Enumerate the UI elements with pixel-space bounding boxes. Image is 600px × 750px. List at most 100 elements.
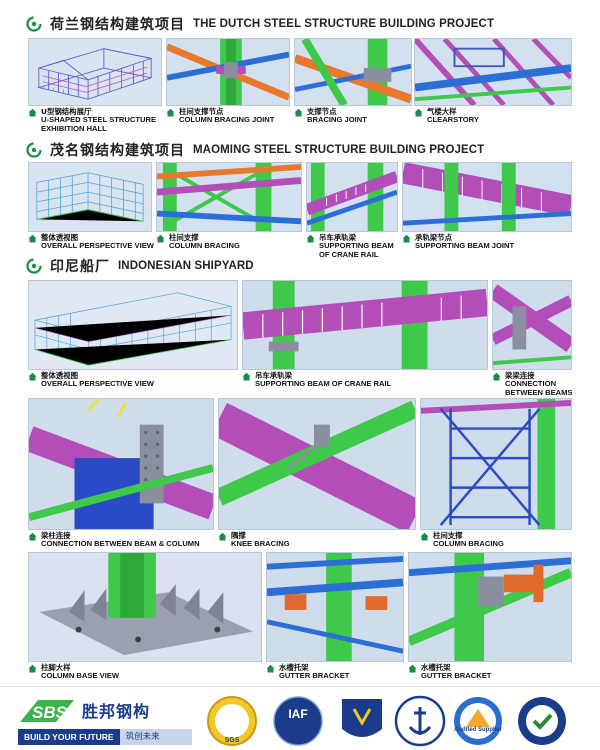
ukas-certification-icon [338,695,386,747]
house-bullet-icon [414,108,423,117]
caption-zh: 水槽托架 [421,663,451,672]
image-shipyard-column-bracing [420,398,572,530]
cert-label-ukas: UKAS [352,729,372,736]
caption-en: COLUMN BRACING [169,241,240,251]
section-title-en: INDONESIAN SHIPYARD [118,260,254,272]
house-bullet-icon [218,532,227,541]
swirl-bullet-icon [26,258,42,274]
caption-en: CONNECTION BETWEEN BEAM & COLUMN [41,539,200,549]
house-bullet-icon [492,372,501,381]
caption-zh: 承轨梁节点 [415,233,452,242]
image-maoming-overall [28,162,152,232]
house-bullet-icon [28,108,37,117]
image-clearstory [414,38,572,106]
section-header-dutch: 荷兰钢结构建筑项目 THE DUTCH STEEL STRUCTURE BUIL… [26,14,494,34]
section-title-zh: 印尼船厂 [50,259,110,275]
iaf-certification-icon [268,695,328,747]
sgs-certification-icon [206,695,258,747]
house-bullet-icon [306,234,315,243]
image-gutter-bracket-1 [266,552,404,662]
section-header-maoming: 茂名钢结构建筑项目 MAOMING STEEL STRUCTURE BUILDI… [26,140,484,160]
supplier-assessment-icon [516,695,568,747]
caption-en: OVERALL PERSPECTIVE VIEW [41,379,154,389]
caption-zh: 梁梁连接 [505,371,535,380]
caption-en: CONNECTION [505,379,557,389]
image-shipyard-crane-beam [242,280,488,370]
caption-zh: 气楼大样 [427,107,457,116]
brand-letters: SBS [32,703,68,722]
footer: SBS 胜邦钢构 BUILD YOUR FUTURE 筑创未来 SGS IAF … [0,686,600,750]
caption-en: OVERALL PERSPECTIVE VIEW [41,241,154,251]
image-supporting-beam-joint [402,162,572,232]
caption-en: BRACING JOINT [307,115,367,125]
caption-zh: 支撑节点 [307,107,337,116]
slogan-bar: BUILD YOUR FUTURE 筑创未来 [18,729,192,745]
caption-zh: 吊车承轨梁 [255,371,292,380]
caption-zh: 柱间支撑 [169,233,199,242]
audited-supplier-icon [452,695,504,747]
image-u-shaped-hall [28,38,162,106]
section-title-en: MAOMING STEEL STRUCTURE BUILDING PROJECT [193,144,485,156]
section-title-zh: 荷兰钢结构建筑项目 [50,17,185,33]
house-bullet-icon [28,372,37,381]
caption-en-2: EXHIBITION HALL [41,123,107,133]
brand-block: SBS 胜邦钢构 BUILD YOUR FUTURE 筑创未来 [18,695,192,747]
caption-en: GUTTER BRACKET [421,671,492,681]
house-bullet-icon [402,234,411,243]
image-shipyard-overall [28,280,238,370]
swirl-bullet-icon [26,16,42,32]
house-bullet-icon [28,234,37,243]
image-gutter-bracket-2 [408,552,572,662]
sbs-logo-icon: SBS [18,696,76,724]
caption-en: GUTTER BRACKET [279,671,350,681]
caption-zh: U型钢结构展厅 [41,107,92,116]
caption-en: SUPPORTING BEAM JOINT [415,241,515,251]
cert-label-iaf: IAF [288,707,308,721]
image-bracing-joint [294,38,412,106]
house-bullet-icon [294,108,303,117]
caption-zh: 整体透视图 [41,371,78,380]
caption-zh: 柱间支撑节点 [179,107,224,116]
image-column-bracing-joint [166,38,290,106]
caption-zh: 水槽托架 [279,663,309,672]
house-bullet-icon [28,664,37,673]
house-bullet-icon [266,664,275,673]
slogan-zh: 筑创未来 [119,729,192,745]
caption-zh: 梁柱连接 [41,531,71,540]
caption-zh: 吊车承轨梁 [319,233,356,242]
caption-en: SUPPORTING BEAM OF CRANE RAIL [255,379,392,389]
section-title-en: THE DUTCH STEEL STRUCTURE BUILDING PROJE… [193,18,495,30]
image-column-base [28,552,262,662]
image-knee-bracing [218,398,416,530]
house-bullet-icon [28,532,37,541]
caption-en-2: BETWEEN BEAMS [505,387,573,397]
house-bullet-icon [166,108,175,117]
brand-name-zh: 胜邦钢构 [82,702,151,721]
house-bullet-icon [408,664,417,673]
caption-en-2: OF CRANE RAIL [319,249,379,259]
caption-en: U-SHAPED STEEL STRUCTURE [41,115,157,125]
anchor-certification-icon [394,695,446,747]
caption-zh: 柱脚大样 [41,663,71,672]
image-maoming-column-bracing [156,162,302,232]
house-bullet-icon [242,372,251,381]
house-bullet-icon [420,532,429,541]
caption-zh: 隅撑 [231,531,246,540]
house-bullet-icon [156,234,165,243]
cert-label-audited: Audited Supplier [454,727,502,733]
caption-zh: 柱间支撑 [433,531,463,540]
slogan-en: BUILD YOUR FUTURE [18,729,120,745]
